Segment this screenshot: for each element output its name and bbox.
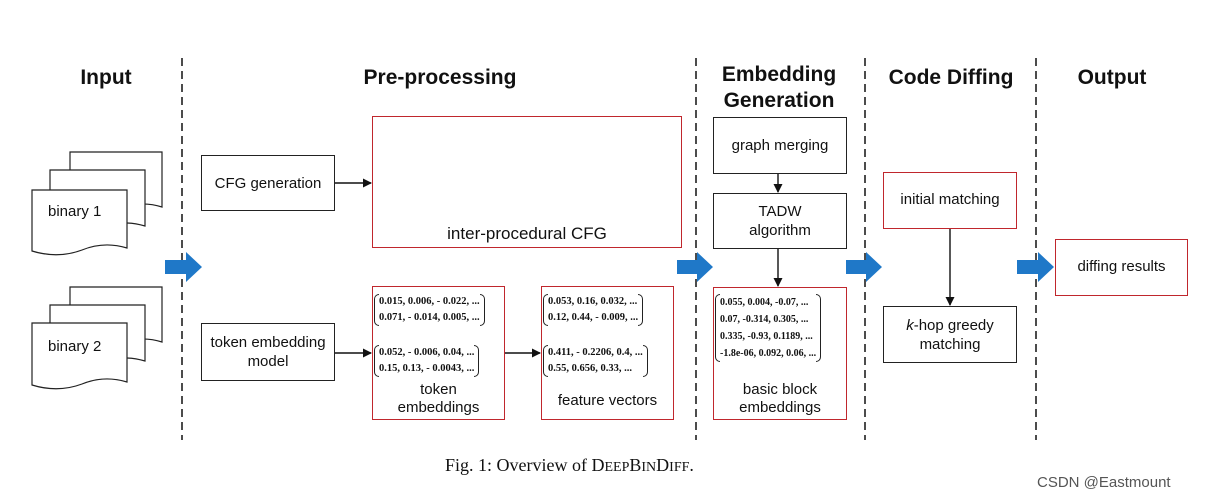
matrix-row: -1.8e-06, 0.092, 0.06, ... <box>720 348 817 359</box>
token-embeddings-line2: embeddings <box>397 399 480 416</box>
basic-block-embeddings-box <box>713 287 847 420</box>
token-embeddings-box <box>372 286 505 420</box>
matrix-row: 0.053, 0.16, 0.032, ... <box>548 296 638 307</box>
matrix-row: 0.015, 0.006, - 0.022, ... <box>379 296 480 307</box>
watermark: CSDN @Eastmount <box>1037 474 1171 491</box>
figure-caption: Fig. 1: Overview of DEEPBINDIFF. <box>445 455 694 476</box>
initial-matching-box <box>883 172 1017 229</box>
flow-arrow-4 <box>1017 252 1054 282</box>
caption-sc2: IN <box>641 460 657 475</box>
feature-vectors-label: feature vectors <box>557 392 658 409</box>
tadw-line1: TADW <box>758 203 802 220</box>
caption-prefix: Fig. 1: Overview of D <box>445 455 605 475</box>
inter-procedural-cfg-label: inter-procedural CFG <box>447 224 607 243</box>
matrix-row: 0.052, - 0.006, 0.04, ... <box>379 347 475 358</box>
matrix-row: 0.071, - 0.014, 0.005, ... <box>379 312 480 323</box>
stage-header-output: Output <box>1077 66 1147 89</box>
token-embeddings-label: token embeddings <box>372 381 505 417</box>
token-model-line1: token embedding <box>210 334 326 351</box>
khop-rest: -hop greedy <box>913 316 994 334</box>
khop-line2: matching <box>919 335 981 353</box>
cfg-generation-box: CFG generation <box>201 155 335 211</box>
basic-block-matrix: 0.055, 0.004, -0.07, ... 0.07, -0.314, 0… <box>715 294 822 362</box>
caption-b: B <box>629 455 642 475</box>
basic-block-embeddings-label: basic block embeddings <box>713 381 847 417</box>
feature-vectors-box <box>541 286 674 420</box>
matrix-row: 0.411, - 0.2206, 0.4, ... <box>548 347 643 358</box>
token-embeddings-line1: token <box>420 381 457 398</box>
matrix-row: 0.15, 0.13, - 0.0043, ... <box>379 363 475 374</box>
stage-header-embedding-line1: Embedding <box>721 63 837 86</box>
matrix-row: 0.055, 0.004, -0.07, ... <box>720 297 809 308</box>
caption-suffix: . <box>689 455 694 475</box>
caption-sc3: IFF <box>669 460 690 475</box>
cfg-generation-label: CFG generation <box>214 174 322 192</box>
matrix-row: 0.12, 0.44, - 0.009, ... <box>548 312 639 323</box>
initial-matching-label: initial matching <box>900 191 1000 208</box>
diffing-results-box <box>1055 239 1188 296</box>
khop-line1: k-hop greedy <box>906 316 994 335</box>
tadw-algorithm-box: TADW algorithm <box>713 193 847 249</box>
binary2-label: binary 2 <box>48 338 102 355</box>
flow-arrow-3 <box>846 252 882 282</box>
flow-arrow-1 <box>165 252 202 282</box>
token-matrix-b: 0.052, - 0.006, 0.04, ... 0.15, 0.13, - … <box>374 345 480 377</box>
matrix-row: 0.07, -0.314, 0.305, ... <box>720 314 809 325</box>
stage-header-input: Input <box>80 66 132 89</box>
graph-merging-label: graph merging <box>731 137 829 154</box>
token-embedding-model-box: token embedding model <box>201 323 335 381</box>
token-model-line2: model <box>247 353 289 370</box>
matrix-row: 0.335, -0.93, 0.1189, ... <box>720 331 813 342</box>
tadw-line2: algorithm <box>749 222 811 239</box>
graph-merging-box: graph merging <box>713 117 847 174</box>
binary1-label: binary 1 <box>48 203 102 220</box>
bb-line1: basic block <box>742 381 818 398</box>
feature-matrix-b: 0.411, - 0.2206, 0.4, ... 0.55, 0.656, 0… <box>543 345 648 377</box>
stage-header-diffing: Code Diffing <box>888 66 1014 89</box>
caption-d: D <box>656 455 670 475</box>
feature-matrix-a: 0.053, 0.16, 0.032, ... 0.12, 0.44, - 0.… <box>543 294 644 326</box>
matrix-row: 0.55, 0.656, 0.33, ... <box>548 363 632 374</box>
token-matrix-a: 0.015, 0.006, - 0.022, ... 0.071, - 0.01… <box>374 294 485 326</box>
flow-arrow-2 <box>677 252 713 282</box>
diffing-results-label: diffing results <box>1077 258 1166 275</box>
khop-k: k <box>906 316 914 334</box>
inter-procedural-cfg-box <box>372 116 682 248</box>
stage-header-preprocessing: Pre-processing <box>363 66 517 89</box>
binary1-document-stack-icon <box>31 151 163 256</box>
bb-line2: embeddings <box>739 399 821 416</box>
stage-header-embedding-line2: Generation <box>723 89 835 112</box>
khop-greedy-matching-box: k-hop greedy matching <box>883 306 1017 363</box>
caption-sc1: EEP <box>604 460 630 475</box>
binary2-document-stack-icon <box>31 286 163 390</box>
